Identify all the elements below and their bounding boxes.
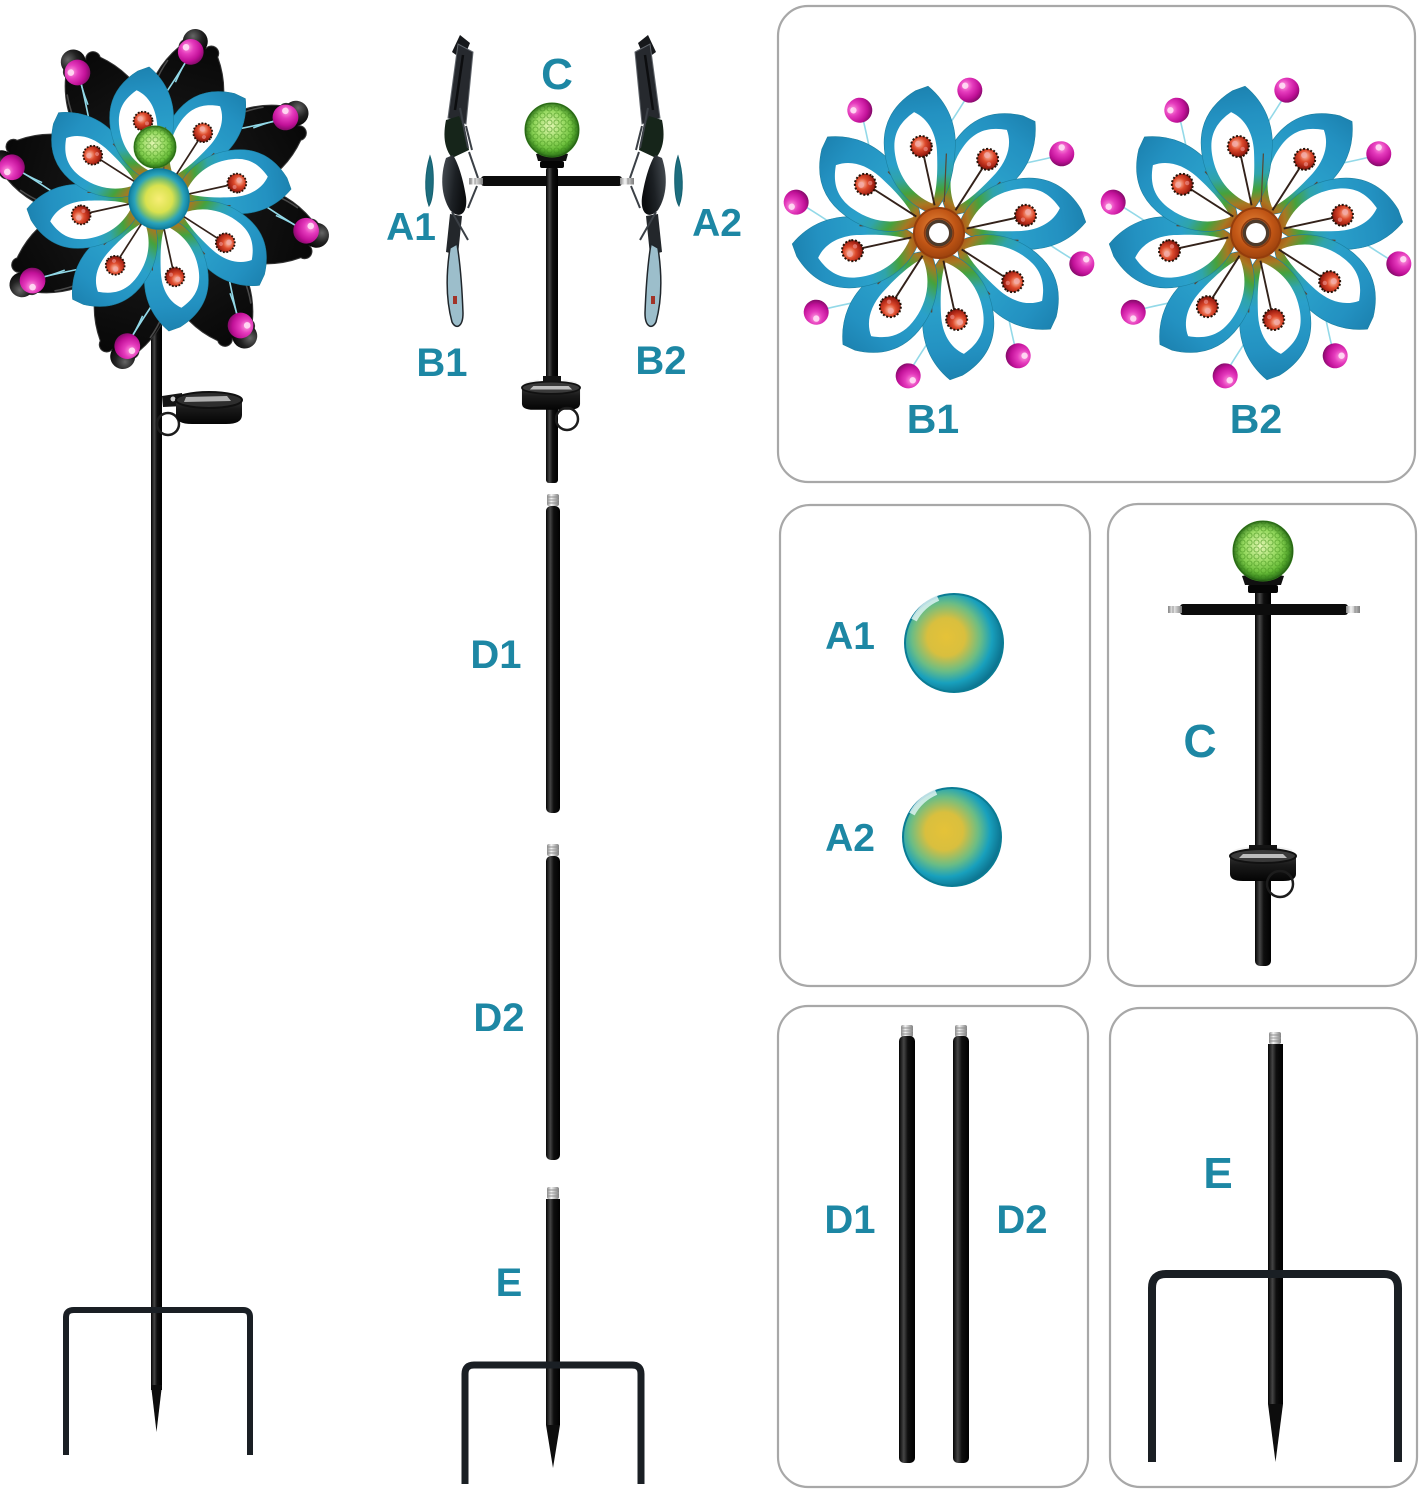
svg-text:C: C bbox=[1183, 715, 1216, 767]
svg-text:B2: B2 bbox=[1230, 396, 1282, 442]
svg-text:A2: A2 bbox=[692, 202, 742, 245]
svg-text:B2: B2 bbox=[635, 339, 686, 383]
svg-text:A1: A1 bbox=[386, 206, 436, 249]
svg-text:D2: D2 bbox=[473, 996, 524, 1040]
svg-text:E: E bbox=[496, 1261, 523, 1305]
svg-text:E: E bbox=[1203, 1149, 1232, 1198]
svg-text:D1: D1 bbox=[470, 633, 521, 677]
svg-text:B1: B1 bbox=[416, 341, 467, 385]
svg-text:A2: A2 bbox=[825, 817, 875, 860]
svg-text:D1: D1 bbox=[824, 1198, 875, 1242]
svg-text:C: C bbox=[541, 50, 573, 99]
svg-text:B1: B1 bbox=[907, 396, 959, 442]
svg-text:D2: D2 bbox=[996, 1198, 1047, 1242]
svg-text:A1: A1 bbox=[825, 615, 875, 658]
